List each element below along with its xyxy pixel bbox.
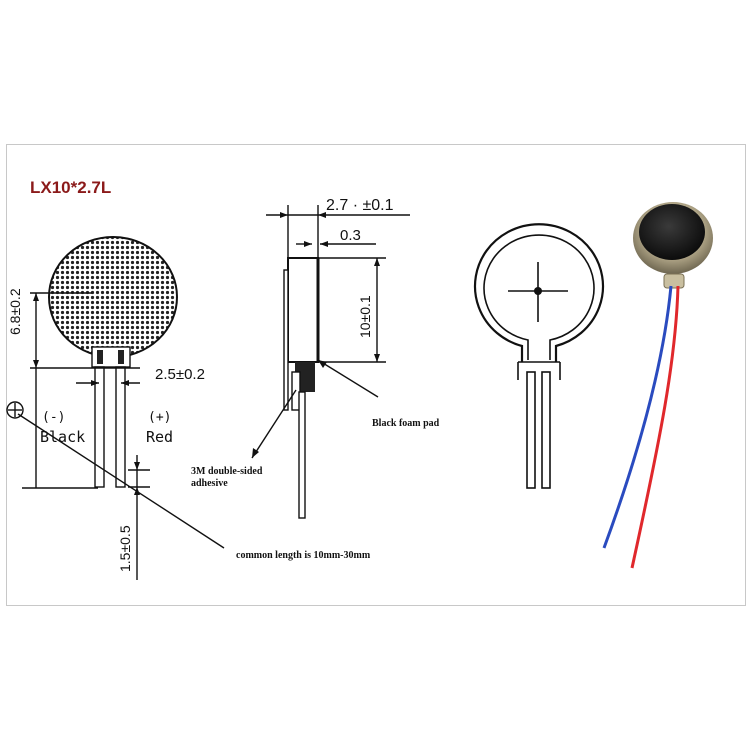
motor-side-body [287, 257, 319, 363]
lead-exposed-dimension: 1.5±0.5 [117, 525, 133, 572]
blue-wire [602, 285, 673, 549]
motor-photo-top [639, 204, 705, 260]
adhesive-callout-line1: 3M double-sided [191, 466, 263, 477]
side-view [251, 205, 410, 519]
model-title: LX10*2.7L [30, 178, 111, 197]
adhesive-callout-line2: adhesive [191, 478, 228, 489]
back-lead-right [541, 371, 551, 489]
drawing-panel [6, 144, 746, 606]
negative-color-label: Black [40, 428, 85, 446]
back-lead-left [526, 371, 536, 489]
negative-sign-label: (-) [42, 410, 65, 425]
positive-sign-label: (+) [148, 410, 171, 425]
red-wire [630, 285, 680, 569]
foam-pad-callout: Black foam pad [372, 418, 440, 429]
back-view [473, 223, 605, 489]
positive-color-label: Red [146, 428, 173, 446]
front-view [6, 236, 225, 580]
motor-body-mesh [48, 236, 178, 358]
foam-thickness-dimension: 0.3 [340, 227, 361, 244]
lead-spacing-dimension: 2.5±0.2 [155, 366, 205, 383]
thickness-dimension: 2.7 · ±0.1 [326, 197, 394, 214]
side-lead [298, 391, 306, 519]
back-outline [473, 223, 605, 362]
diameter-dimension: 10±0.1 [357, 295, 373, 338]
black-lead [94, 366, 105, 488]
body-height-dimension: 6.8±0.2 [7, 288, 23, 335]
red-lead [115, 366, 126, 488]
common-length-callout: common length is 10mm-30mm [236, 550, 371, 561]
motor-photo [602, 202, 713, 569]
